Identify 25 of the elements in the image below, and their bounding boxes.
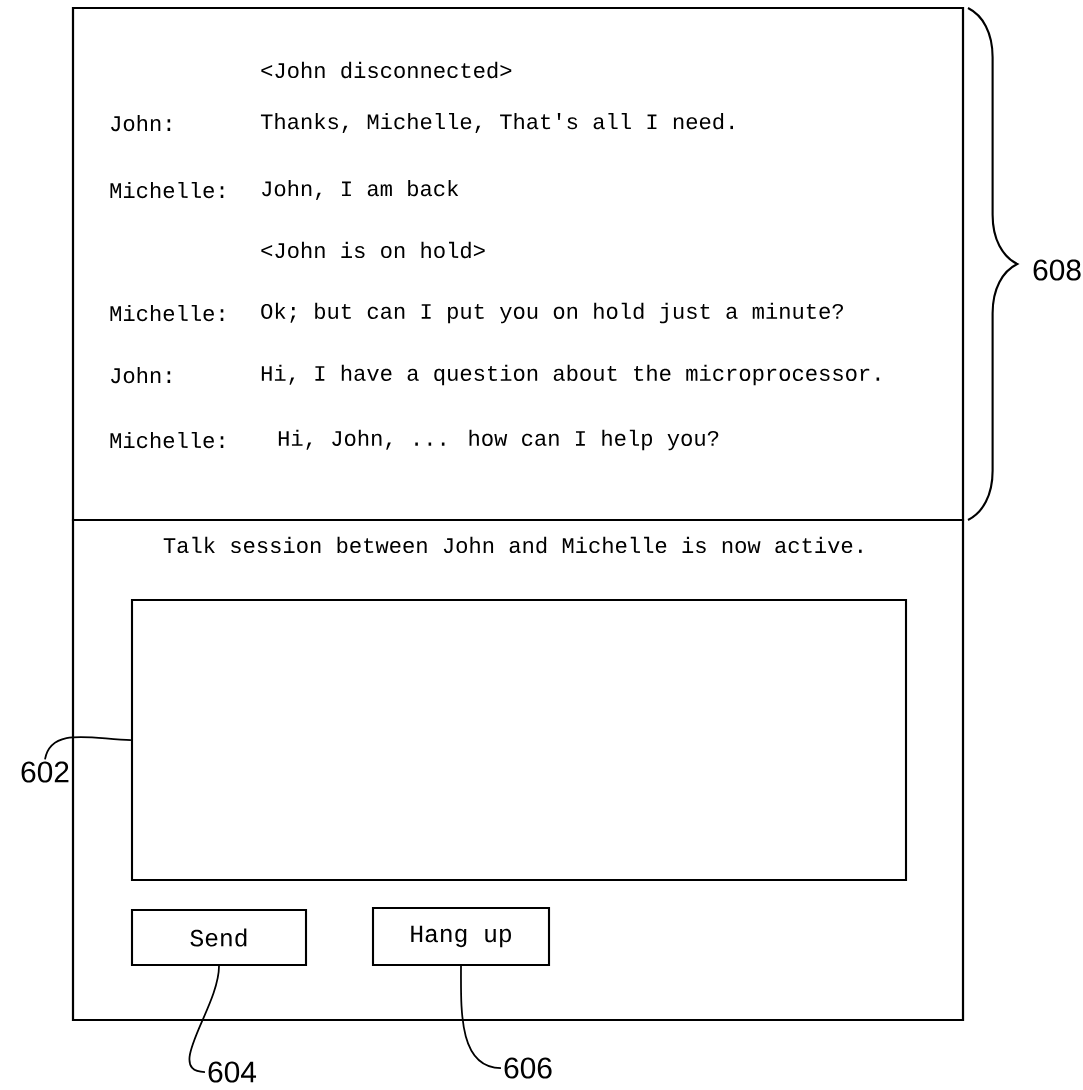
chat-line: John: [111, 114, 171, 132]
chat-line: Hi, John, ... how can I help you? [278, 429, 719, 451]
leader-line [460, 965, 502, 1069]
chat-line: Michelle: [110, 304, 224, 322]
hang-up-button: Hang up [371, 906, 551, 967]
callout-number: 602 [21, 761, 69, 783]
chat-line: Michelle: [110, 431, 224, 449]
chat-line: Michelle: [110, 181, 224, 199]
chat-line: John: [111, 366, 171, 384]
send-button: Send [130, 908, 308, 967]
callout-number: 608 [1033, 259, 1081, 281]
chat-line: Hi, I have a question about the microprocessor. [261, 364, 880, 386]
input-field [130, 598, 908, 882]
status-message: Talk session between John and Michelle is now active. [163, 536, 862, 554]
chat-control-panel [71, 518, 965, 1022]
leader-line [188, 965, 220, 1073]
chat-transcript-panel [71, 6, 965, 522]
callout-number: 606 [504, 1057, 552, 1079]
chat-line: <John disconnected> [261, 61, 512, 79]
chat-line: John, I am back [262, 180, 459, 200]
chat-line: <John is on hold> [261, 241, 485, 259]
chat-line: Ok; but can I put you on hold just a minute? [261, 302, 843, 324]
leader-line [44, 736, 132, 761]
chat-line: Thanks, Michelle, That's all I need. [260, 113, 733, 133]
callout-number: 604 [208, 1061, 257, 1083]
